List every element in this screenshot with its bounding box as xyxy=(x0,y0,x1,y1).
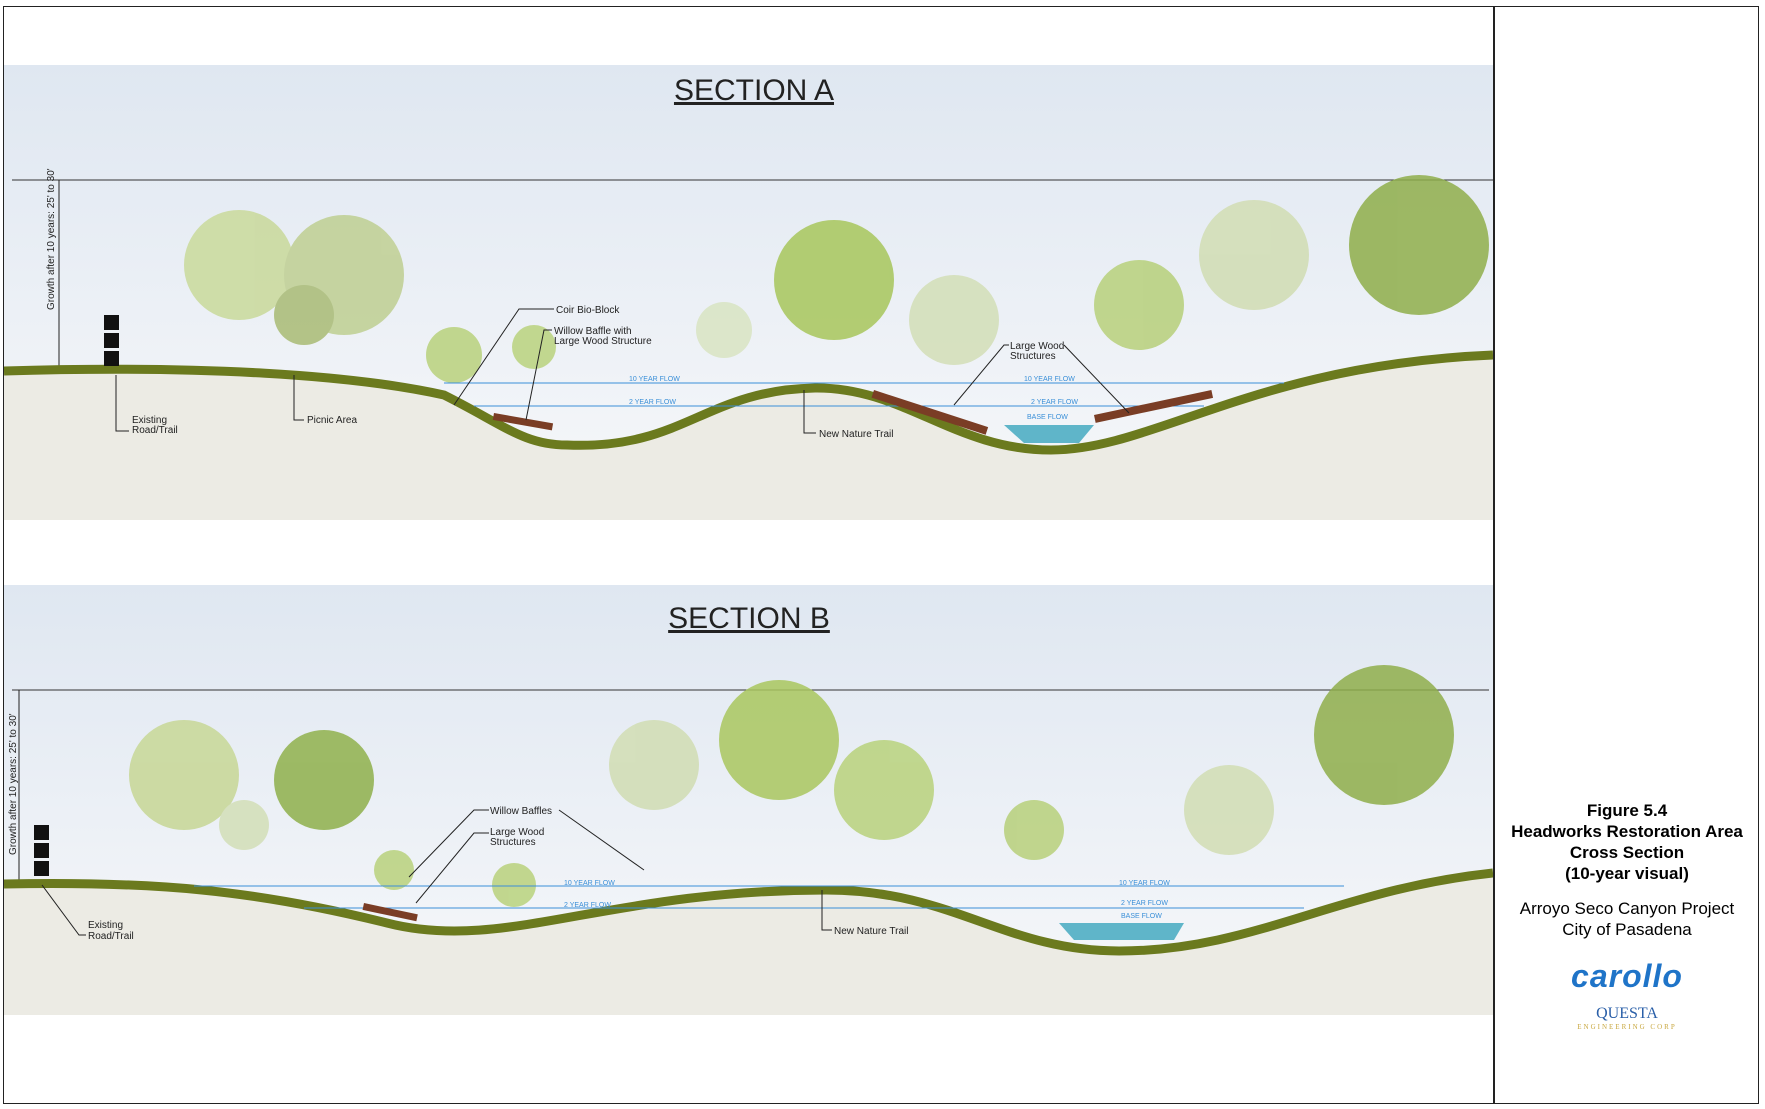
label-wood-1: Large Wood xyxy=(490,827,544,838)
label-willow-2: Large Wood Structure xyxy=(554,336,652,347)
questa-logo-text: QUESTA xyxy=(1596,1005,1658,1022)
trail-signs xyxy=(34,825,49,876)
trail-signs xyxy=(104,315,119,366)
label-coir: Coir Bio-Block xyxy=(556,305,620,316)
flow-10yr: 10 YEAR FLOW xyxy=(564,880,615,887)
flow-base: BASE FLOW xyxy=(1121,913,1162,920)
water xyxy=(1059,923,1184,940)
label-wood-1: Large Wood xyxy=(1010,341,1064,352)
page-frame xyxy=(3,6,1759,1104)
section-a-drawing: SECTION A Growth after 10 years: 25' to … xyxy=(3,65,1494,520)
figure-title-3: (10-year visual) xyxy=(1565,864,1689,883)
label-road-1: Existing xyxy=(88,920,123,931)
leader-lines xyxy=(115,308,1130,434)
label-road-2: Road/Trail xyxy=(88,931,134,942)
project-name: Arroyo Seco Canyon Project xyxy=(1519,899,1735,918)
figure-number: Figure 5.4 xyxy=(1586,801,1668,820)
label-road-1: Existing xyxy=(132,415,167,426)
large-wood-log xyxy=(362,902,418,922)
soil xyxy=(4,355,1493,520)
flow-lines xyxy=(444,382,1284,407)
label-wood-2: Structures xyxy=(1010,351,1056,362)
carollo-logo: carollo xyxy=(1571,958,1683,994)
questa-logo-sub: ENGINEERING CORP xyxy=(1577,1023,1677,1031)
flow-base: BASE FLOW xyxy=(1027,414,1068,421)
label-willow-1: Willow Baffle with xyxy=(554,326,632,337)
label-road-2: Road/Trail xyxy=(132,425,178,436)
label-trail: New Nature Trail xyxy=(834,926,908,937)
height-label: Growth after 10 years: 25' to 30' xyxy=(46,168,57,310)
label-willow: Willow Baffles xyxy=(490,806,552,817)
flow-2yr: 2 YEAR FLOW xyxy=(629,399,676,406)
title-panel: Figure 5.4 Headworks Restoration Area Cr… xyxy=(1495,800,1759,1031)
figure-title-1: Headworks Restoration Area xyxy=(1511,822,1743,841)
flow-10yr: 10 YEAR FLOW xyxy=(629,376,680,383)
label-trail: New Nature Trail xyxy=(819,429,893,440)
trees xyxy=(129,665,1454,907)
label-picnic: Picnic Area xyxy=(307,415,357,426)
figure-title-2: Cross Section xyxy=(1569,843,1685,862)
trees xyxy=(184,175,1489,383)
large-wood-logs xyxy=(492,390,1214,435)
section-b-drawing: SECTION B Growth after 10 years: 25' to … xyxy=(3,585,1494,1040)
flow-2yr-right: 2 YEAR FLOW xyxy=(1031,399,1078,406)
section-a-title: SECTION A xyxy=(674,74,834,107)
flow-10yr-right: 10 YEAR FLOW xyxy=(1119,880,1170,887)
label-wood-2: Structures xyxy=(490,837,536,848)
flow-2yr: 2 YEAR FLOW xyxy=(564,902,611,909)
flow-2yr-right: 2 YEAR FLOW xyxy=(1121,900,1168,907)
height-label: Growth after 10 years: 25' to 30' xyxy=(8,713,19,855)
grass-line xyxy=(3,868,1494,956)
flow-lines xyxy=(194,885,1344,909)
soil xyxy=(4,873,1493,1015)
city-name: City of Pasadena xyxy=(1562,920,1692,939)
flow-10yr-right: 10 YEAR FLOW xyxy=(1024,376,1075,383)
water xyxy=(1004,425,1094,443)
panel-divider xyxy=(1493,6,1495,1104)
grass-line xyxy=(3,350,1494,455)
section-b-title: SECTION B xyxy=(668,602,830,635)
leader-lines xyxy=(41,809,832,936)
